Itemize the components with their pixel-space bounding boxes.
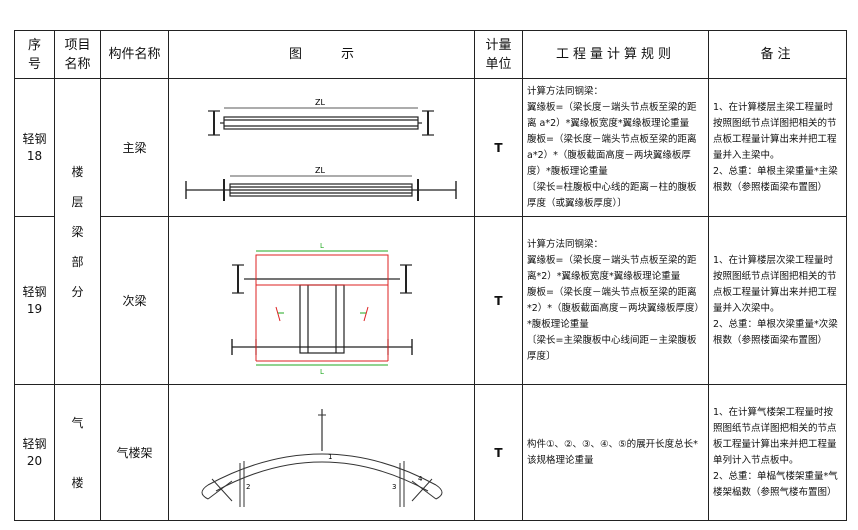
row-rule: 构件①、②、③、④、⑤的展开长度总长*该规格理论重量: [522, 384, 709, 521]
secondary-beam-label-top: L: [320, 242, 324, 250]
row-note: 1、在计算气楼架工程量时按照图纸节点详图把相关的节点板工程量计算出来并把工程量单…: [708, 384, 847, 521]
monitor-label-1: 1: [328, 453, 332, 461]
header-rule: 工程量计算规则: [522, 30, 709, 79]
secondary-beam-diagram: L L: [168, 216, 475, 385]
header-note: 备注: [708, 30, 847, 79]
row-note: 1、在计算楼层次梁工程量时按照图纸节点详图把相关的节点板工程量计算出来并把工程量…: [708, 216, 847, 385]
header-unit: 计量单位: [474, 30, 523, 79]
row-unit: T: [474, 216, 523, 385]
row-name: 主梁: [100, 78, 169, 217]
row-unit: T: [474, 384, 523, 521]
header-category: 项目名称: [54, 30, 101, 79]
row-rule: 计算方法同钢梁： 翼缘板=（梁长度－端头节点板至梁的距离 a*2）*翼缘板宽度*…: [522, 78, 709, 217]
row-name: 次梁: [100, 216, 169, 385]
header-seq: 序号: [14, 30, 55, 79]
row-note: 1、在计算楼层主梁工程量时按照图纸节点详图把相关的节点板工程量计算出来并把工程量…: [708, 78, 847, 217]
row-unit: T: [474, 78, 523, 217]
main-beam-label-top: ZL: [315, 98, 325, 107]
header-row: 序号 项目名称 构件名称 图 示 计量单位 工程量计算规则 备注: [14, 30, 847, 79]
monitor-frame-diagram: 1 2 3 4: [168, 384, 475, 521]
header-name: 构件名称: [100, 30, 169, 79]
main-beam-label-bottom: ZL: [315, 166, 325, 175]
monitor-label-2: 2: [246, 483, 250, 491]
main-beam-diagram: ZL ZL: [168, 78, 475, 217]
header-diagram: 图 示: [168, 30, 475, 79]
row-name: 气楼架: [100, 384, 169, 521]
monitor-label-4: 4: [418, 475, 423, 483]
secondary-beam-label-bottom: L: [320, 368, 324, 376]
monitor-label-3: 3: [392, 483, 396, 491]
category-qilou: 气 楼: [54, 384, 101, 521]
row-rule: 计算方法同钢梁： 翼缘板=（梁长度－端头节点板至梁的距离*2）*翼缘板宽度*翼缘…: [522, 216, 709, 385]
category-floor-beams: 楼 层 梁 部 分: [54, 78, 101, 385]
